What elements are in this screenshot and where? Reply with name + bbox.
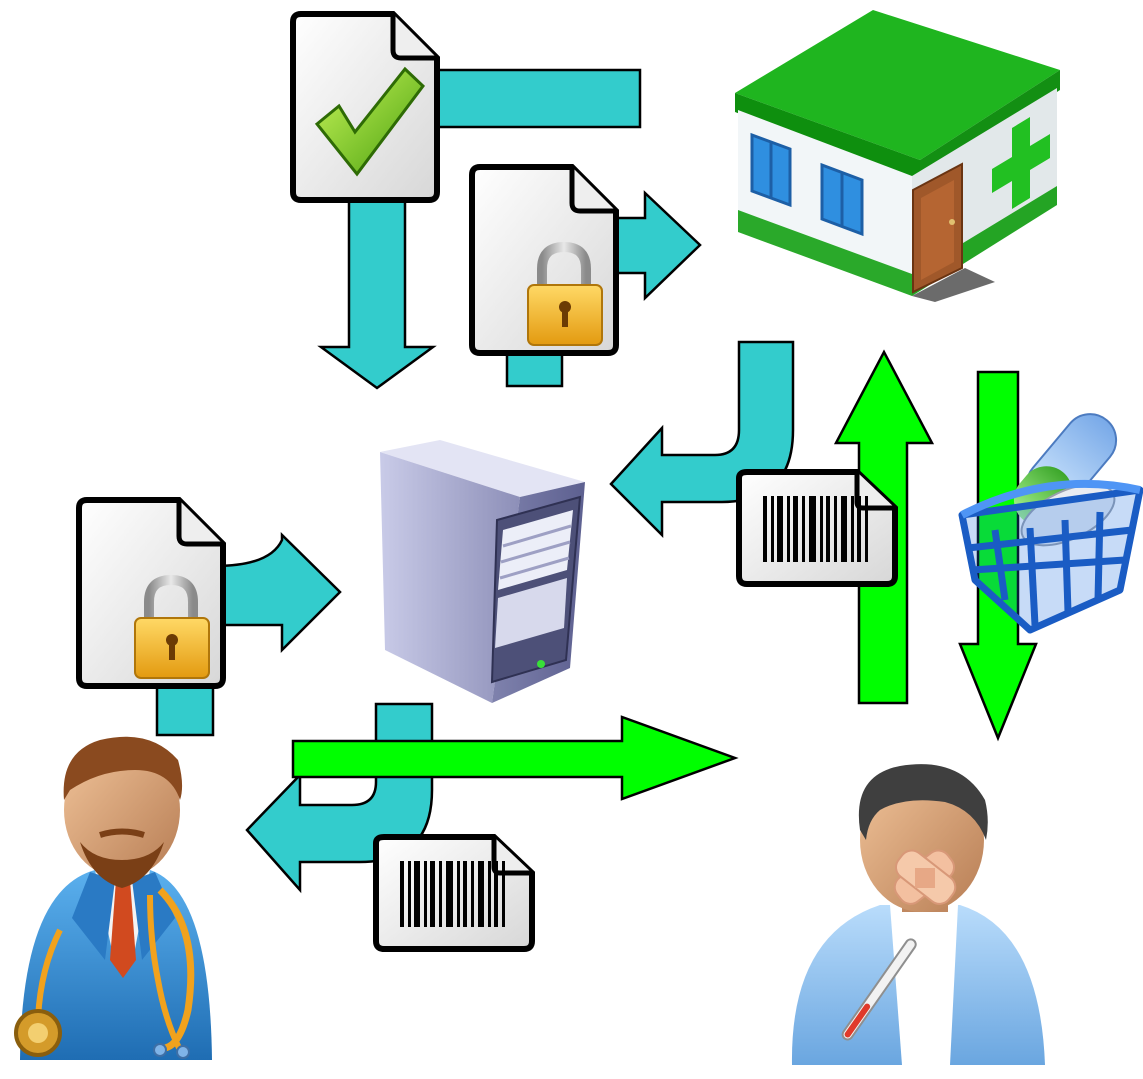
- document-lock-icon: [469, 164, 619, 356]
- server-tower-icon: [380, 440, 585, 703]
- medicine-basket-icon: [958, 413, 1143, 634]
- doctor-icon: [14, 736, 212, 1060]
- barcode-document-icon: [736, 469, 898, 587]
- arrow-approved-to-server: [317, 188, 437, 390]
- document-checkmark-icon: [290, 11, 440, 203]
- arrow-lock-left-to-server: [213, 532, 342, 654]
- pharmacy-building-icon: [735, 10, 1060, 302]
- document-lock-icon: [76, 497, 226, 689]
- patient-icon: [791, 764, 1045, 1065]
- barcode-document-icon: [373, 834, 535, 952]
- arrow-approved-to-pharmacy: [428, 68, 642, 129]
- arrow-doctor-to-patient: [291, 715, 739, 801]
